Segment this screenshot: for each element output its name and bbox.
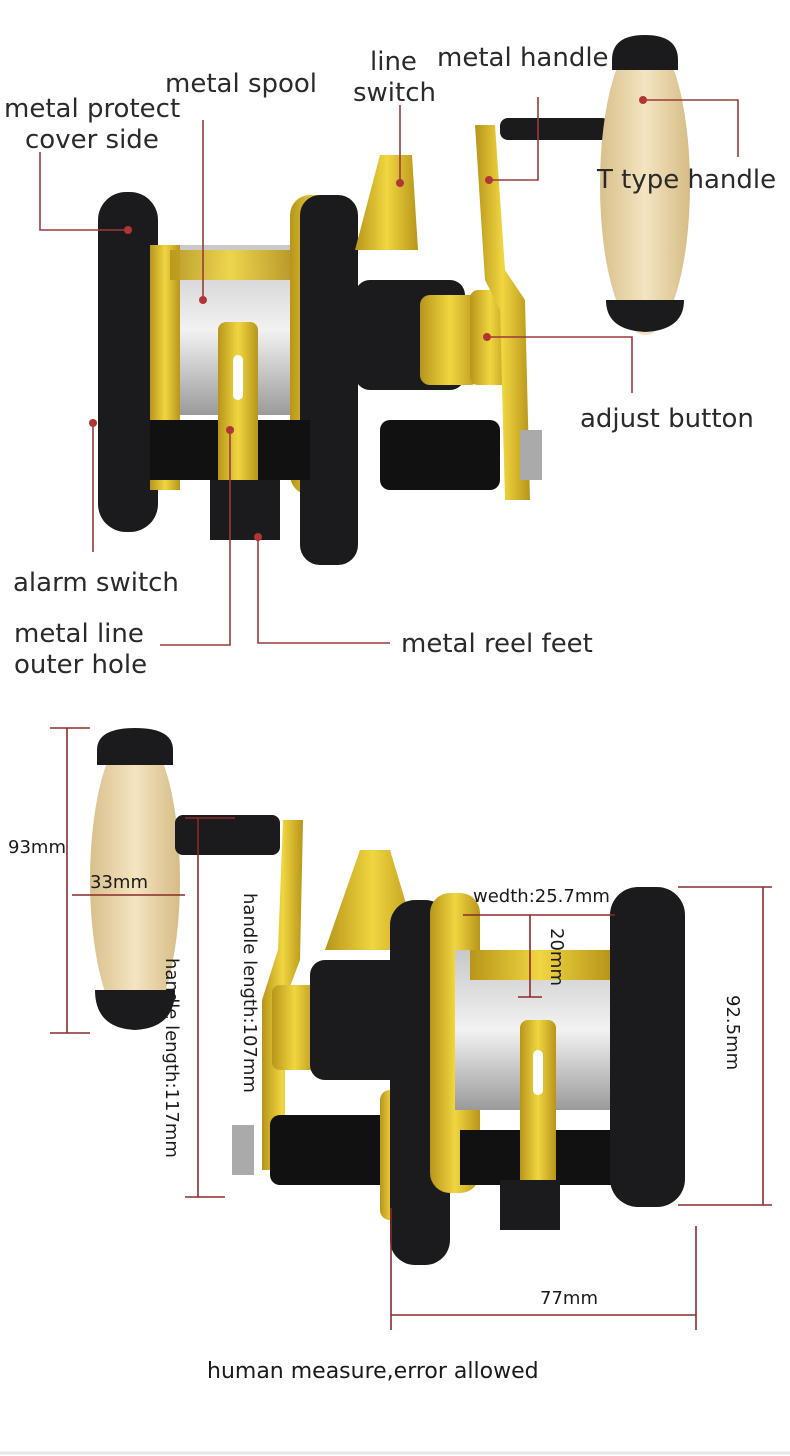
handle-arm: [475, 125, 530, 500]
label-metal-reel-feet: metal reel feet: [401, 629, 593, 659]
dim-knob-height: 93mm: [8, 837, 66, 858]
label-metal-spool: metal spool: [165, 69, 317, 99]
reel-feet: [210, 480, 280, 540]
label-t-type-handle: T type handle: [596, 165, 776, 195]
dim-spool-width: wedth:25.7mm: [473, 886, 610, 907]
dim-spool-depth: 20mm: [546, 928, 567, 986]
t-handle-cork: [600, 35, 690, 335]
label-metal-protect-cover-1: metal protect: [4, 94, 180, 124]
dim-handle-length-117: handle length:117mm: [161, 958, 182, 1158]
reel-side-view: [98, 35, 690, 565]
label-adjust-button: adjust button: [580, 404, 754, 434]
dimension-lines: [50, 727, 772, 1330]
cover-side-plate: [98, 192, 158, 532]
measurement-note: human measure,error allowed: [207, 1359, 539, 1384]
leader-lines: [39, 96, 739, 646]
label-metal-handle: metal handle: [437, 43, 609, 73]
line-switch-lever: [355, 155, 418, 250]
label-line-switch-1: line: [370, 47, 417, 77]
label-metal-line-outer-hole-2: outer hole: [14, 650, 147, 680]
label-metal-protect-cover-2: cover side: [25, 125, 159, 155]
line-guide: [218, 322, 258, 512]
reel-front-view: [90, 728, 685, 1265]
dim-handle-length-107: handle length:107mm: [239, 893, 260, 1093]
label-alarm-switch: alarm switch: [13, 568, 179, 598]
label-line-switch-2: switch: [353, 78, 436, 108]
dim-body-width: 77mm: [540, 1288, 598, 1309]
dim-body-height: 92.5mm: [722, 995, 743, 1070]
dim-knob-width: 33mm: [90, 872, 148, 893]
t-handle-cork: [90, 730, 180, 1030]
label-metal-line-outer-hole-1: metal line: [14, 619, 144, 649]
